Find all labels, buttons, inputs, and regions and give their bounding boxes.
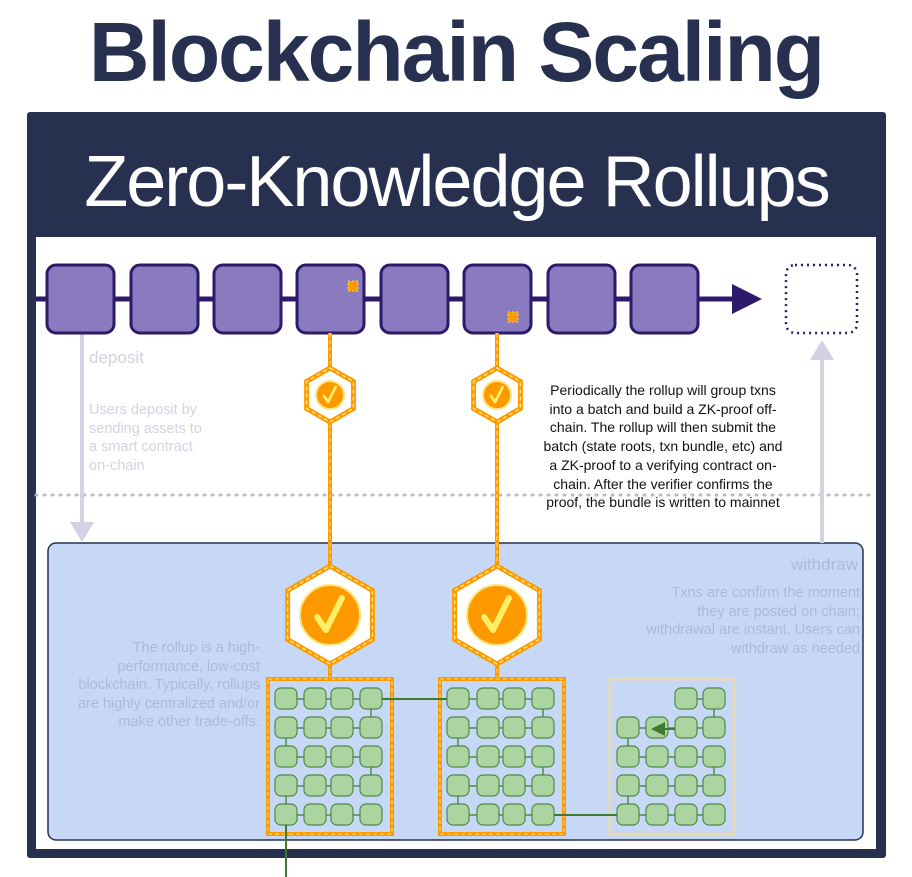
- transaction-cell: [616, 716, 640, 739]
- transaction-cell: [702, 803, 726, 826]
- transaction-cell: [616, 774, 640, 797]
- future-block: [784, 263, 859, 335]
- check-circle-icon: [299, 584, 361, 646]
- check-icon: [481, 595, 512, 633]
- withdraw-arrowhead: [810, 340, 834, 360]
- transaction-cell: [476, 774, 500, 797]
- transaction-cell: [274, 774, 298, 797]
- mainchain-block: [45, 263, 116, 335]
- transaction-cell: [476, 803, 500, 826]
- transaction-cell: [303, 803, 327, 826]
- transaction-cell: [446, 716, 470, 739]
- bundle-marker: [507, 311, 519, 323]
- transaction-cell: [502, 716, 526, 739]
- transaction-cell: [303, 774, 327, 797]
- withdraw-label: withdraw: [790, 555, 858, 574]
- transaction-cell: [446, 745, 470, 768]
- transaction-cell: [702, 687, 726, 710]
- growth-arrowhead: [651, 722, 665, 736]
- transaction-cell: [359, 803, 383, 826]
- batch-box: [266, 677, 394, 836]
- transaction-cell: [446, 774, 470, 797]
- check-icon: [314, 595, 345, 633]
- batch-box: [438, 677, 566, 836]
- transaction-cell: [330, 774, 354, 797]
- transaction-cell: [531, 687, 555, 710]
- transaction-cell: [476, 716, 500, 739]
- transaction-cell: [476, 745, 500, 768]
- page-title: Blockchain Scaling: [88, 5, 825, 99]
- transaction-cell: [359, 716, 383, 739]
- transaction-cell: [274, 803, 298, 826]
- transaction-cell: [330, 687, 354, 710]
- transaction-cell: [446, 803, 470, 826]
- transaction-cell: [274, 745, 298, 768]
- transaction-cell: [330, 803, 354, 826]
- rollup-description: The rollup is a high-performance, low-co…: [77, 640, 260, 730]
- transaction-cell: [274, 716, 298, 739]
- transaction-cell: [330, 745, 354, 768]
- batch-description: Periodically the rollup will group txns …: [543, 382, 783, 511]
- transaction-cell: [531, 803, 555, 826]
- withdraw-description: Txns are confirm the moment they are pos…: [646, 585, 860, 657]
- transaction-cell: [502, 687, 526, 710]
- transaction-cell: [502, 774, 526, 797]
- transaction-cell: [531, 716, 555, 739]
- transaction-cell: [502, 745, 526, 768]
- transaction-cell: [674, 803, 698, 826]
- mainchain-block: [629, 263, 700, 335]
- mainchain-block: [212, 263, 283, 335]
- transaction-cell: [330, 716, 354, 739]
- transaction-cell: [303, 687, 327, 710]
- transaction-cell: [531, 745, 555, 768]
- transaction-cell: [531, 774, 555, 797]
- transaction-cell: [303, 716, 327, 739]
- deposit-arrowhead: [70, 522, 94, 542]
- transaction-cell: [303, 745, 327, 768]
- deposit-label: deposit: [89, 348, 144, 367]
- check-circle-icon: [315, 380, 345, 410]
- transaction-cell: [674, 774, 698, 797]
- mainchain-block: [379, 263, 450, 335]
- transaction-cell: [616, 745, 640, 768]
- transaction-cell: [446, 687, 470, 710]
- transaction-cell: [702, 745, 726, 768]
- transaction-cell: [476, 687, 500, 710]
- mainchain-block: [129, 263, 200, 335]
- transaction-cell: [502, 803, 526, 826]
- proof-hexagon-dash: [305, 367, 355, 423]
- check-circle-icon: [466, 584, 528, 646]
- transaction-cell: [702, 774, 726, 797]
- deposit-description: Users deposit by sending assets to a sma…: [89, 402, 202, 474]
- mainchain-block: [462, 263, 533, 335]
- transaction-cell: [674, 687, 698, 710]
- proof-hexagon-dash: [472, 367, 522, 423]
- mainchain-block: [546, 263, 617, 335]
- transaction-cell: [274, 687, 298, 710]
- mainchain-block: [295, 263, 366, 335]
- diagram-subtitle: Zero-Knowledge Rollups: [84, 142, 830, 222]
- transaction-cell: [645, 745, 669, 768]
- check-icon: [322, 385, 337, 404]
- mainchain-arrowhead: [732, 284, 762, 314]
- batch-box: [608, 677, 736, 836]
- transaction-cell: [674, 745, 698, 768]
- transaction-cell: [645, 774, 669, 797]
- check-icon: [489, 385, 504, 404]
- transaction-cell: [702, 716, 726, 739]
- transaction-cell: [359, 687, 383, 710]
- transaction-cell: [359, 745, 383, 768]
- transaction-cell: [674, 716, 698, 739]
- transaction-cell: [645, 803, 669, 826]
- bundle-marker: [347, 280, 359, 292]
- check-circle-icon: [482, 380, 512, 410]
- transaction-cell: [616, 803, 640, 826]
- transaction-cell: [359, 774, 383, 797]
